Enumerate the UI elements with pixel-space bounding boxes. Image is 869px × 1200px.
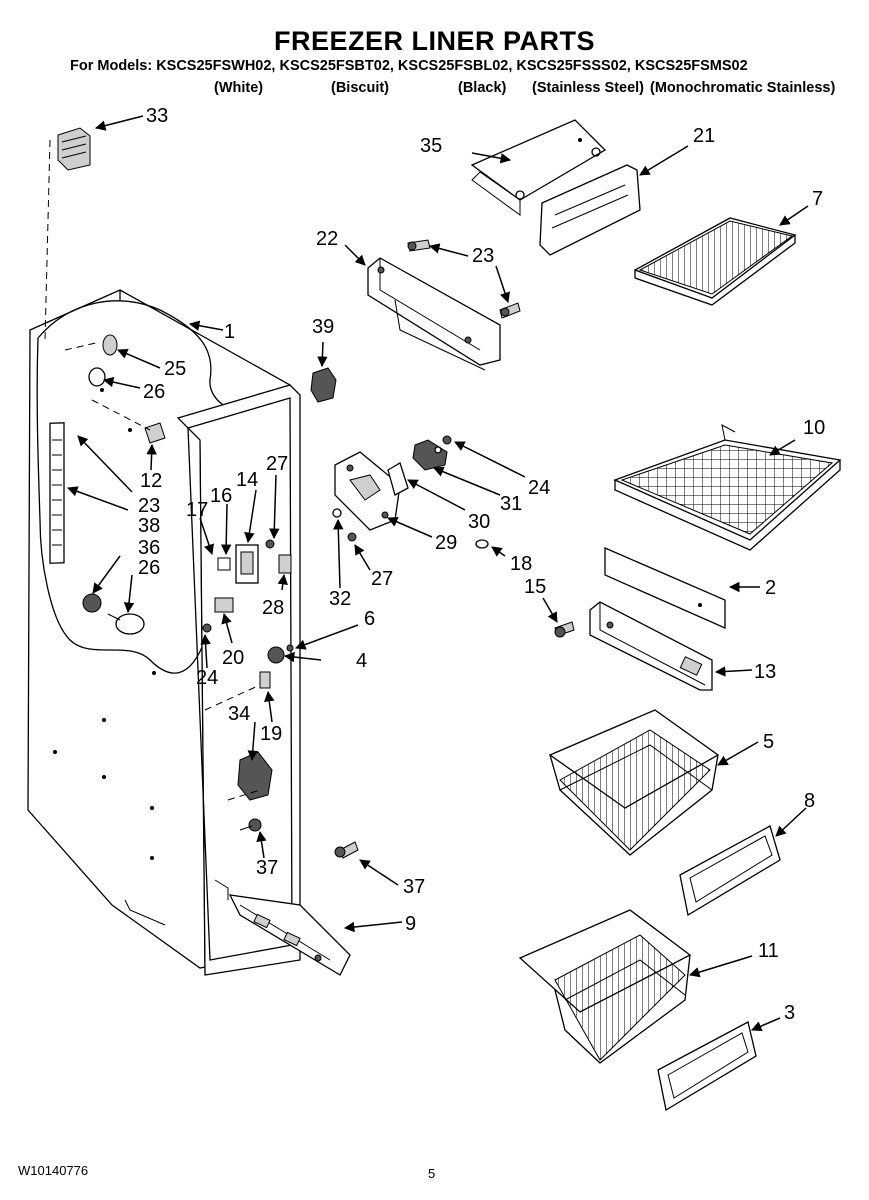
finish-biscuit: (Biscuit) xyxy=(331,80,389,96)
label-part-39: 39 xyxy=(312,316,334,338)
label-part-6: 6 xyxy=(364,608,375,630)
part-2-plate xyxy=(604,547,726,629)
label-part-7: 7 xyxy=(812,188,823,210)
label-part-34: 34 xyxy=(228,703,250,725)
part-number-labels: 33 35 21 7 22 23 1 39 25 26 10 12 23 38 … xyxy=(138,105,825,1024)
label-part-10: 10 xyxy=(803,417,825,439)
label-part-37-b: 37 xyxy=(403,876,425,898)
light-socket-part xyxy=(64,334,166,444)
label-part-28: 28 xyxy=(262,597,284,619)
finish-black: (Black) xyxy=(458,80,507,96)
label-part-19: 19 xyxy=(260,723,282,745)
label-part-15: 15 xyxy=(524,576,546,598)
label-part-27-a: 27 xyxy=(266,453,288,475)
label-part-21: 21 xyxy=(693,125,715,147)
label-part-20: 20 xyxy=(222,647,244,669)
label-part-12: 12 xyxy=(140,470,162,492)
label-part-9: 9 xyxy=(405,913,416,935)
part-7-wire-shelf xyxy=(633,217,797,306)
part-13-rail xyxy=(554,601,713,691)
part-11-basket xyxy=(518,909,692,1064)
label-part-36: 36 xyxy=(138,537,160,559)
screw-37-part xyxy=(334,841,359,859)
label-part-1: 1 xyxy=(224,321,235,343)
label-part-16: 16 xyxy=(210,485,232,507)
label-part-18: 18 xyxy=(510,553,532,575)
page-number: 5 xyxy=(428,1166,436,1181)
label-part-24-a: 24 xyxy=(528,477,550,499)
part-5-basket xyxy=(548,709,720,856)
label-part-32: 32 xyxy=(329,588,351,610)
model-list: For Models: KSCS25FSWH02, KSCS25FSBT02, … xyxy=(70,58,748,74)
label-part-23-a: 23 xyxy=(472,245,494,267)
part-22-bracket xyxy=(367,239,521,371)
label-part-5: 5 xyxy=(763,731,774,753)
label-part-23-b: 23 xyxy=(138,495,160,517)
document-code: W10140776 xyxy=(18,1163,89,1178)
label-part-35: 35 xyxy=(420,135,442,157)
label-part-37-a: 37 xyxy=(256,857,278,879)
label-part-31: 31 xyxy=(500,493,522,515)
part-9-bottom-trim xyxy=(228,894,351,976)
label-part-2: 2 xyxy=(765,577,776,599)
part-33-clip xyxy=(44,127,91,341)
light-housing-part xyxy=(332,435,489,549)
label-part-29: 29 xyxy=(435,532,457,554)
page-title: FREEZER LINER PARTS xyxy=(273,26,595,56)
label-part-30: 30 xyxy=(468,511,490,533)
label-part-4: 4 xyxy=(356,650,367,672)
label-part-26-b: 26 xyxy=(138,557,160,579)
finish-white: (White) xyxy=(214,80,264,96)
label-part-17: 17 xyxy=(186,499,208,521)
label-part-25: 25 xyxy=(164,358,186,380)
label-part-38: 38 xyxy=(138,515,160,537)
part-39-clip xyxy=(310,367,337,403)
control-housing-parts xyxy=(202,539,294,832)
label-part-14: 14 xyxy=(236,469,258,491)
label-part-22: 22 xyxy=(316,228,338,250)
freezer-liner-part xyxy=(27,289,301,976)
label-part-13: 13 xyxy=(754,661,776,683)
part-21-flap xyxy=(539,164,641,256)
part-8-handle xyxy=(679,825,781,917)
label-part-3: 3 xyxy=(784,1002,795,1024)
lower-light-socket-part xyxy=(82,593,145,635)
part-35-cover xyxy=(470,119,607,216)
label-part-26-a: 26 xyxy=(143,381,165,403)
label-part-24-b: 24 xyxy=(196,667,218,689)
part-10-shelf xyxy=(613,424,842,551)
label-part-27-b: 27 xyxy=(371,568,393,590)
label-part-33: 33 xyxy=(146,105,168,127)
part-3-handle xyxy=(657,1021,757,1112)
finish-stainless: (Stainless Steel) xyxy=(532,80,645,96)
leader-arrows xyxy=(67,115,809,1032)
finish-monochromatic: (Monochromatic Stainless) xyxy=(650,80,836,96)
label-part-11: 11 xyxy=(758,940,779,962)
label-part-8: 8 xyxy=(804,790,815,812)
